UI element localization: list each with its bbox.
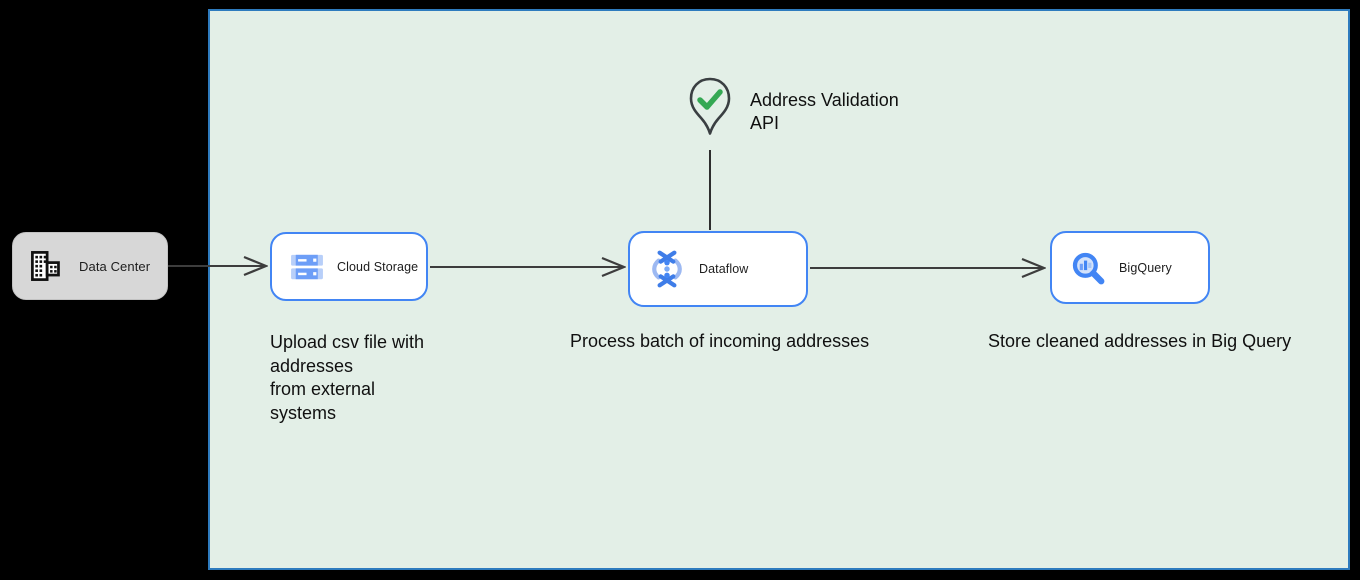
node-cloud-storage[interactable]: Cloud Storage bbox=[270, 232, 428, 301]
node-data-center[interactable]: Data Center bbox=[12, 232, 168, 300]
cloud-storage-icon bbox=[290, 252, 324, 282]
bigquery-icon bbox=[1070, 250, 1106, 286]
caption-process-batch: Process batch of incoming addresses bbox=[570, 331, 870, 351]
node-bigquery[interactable]: BigQuery bbox=[1050, 231, 1210, 304]
building-icon bbox=[29, 249, 63, 283]
caption-store-cleaned: Store cleaned addresses in Big Query bbox=[988, 331, 1292, 351]
caption-upload-csv: Upload csv file with addresses from exte… bbox=[270, 332, 425, 423]
node-dataflow-label: Dataflow bbox=[699, 262, 749, 276]
annotation-address-validation-label: Address Validation API bbox=[750, 90, 899, 133]
node-cloud-storage-label: Cloud Storage bbox=[337, 259, 419, 274]
dataflow-icon bbox=[648, 249, 686, 289]
node-dataflow[interactable]: Dataflow bbox=[628, 231, 808, 307]
node-bigquery-label: BigQuery bbox=[1119, 260, 1172, 275]
location-pin-check-icon[interactable] bbox=[686, 76, 734, 138]
node-data-center-label: Data Center bbox=[79, 258, 151, 274]
